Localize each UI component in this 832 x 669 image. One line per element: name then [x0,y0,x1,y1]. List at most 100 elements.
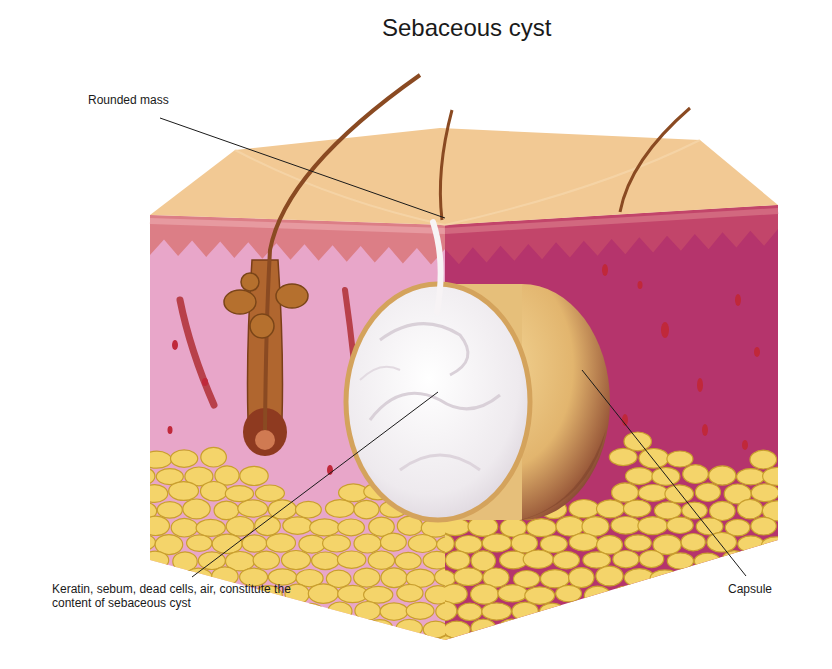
fat-cell [446,551,470,570]
fat-cell [611,517,640,535]
fat-cell [354,500,379,518]
fat-cell [541,570,570,588]
fat-cell [624,432,651,451]
sebaceous-gland [224,273,308,338]
fat-cell [240,638,267,655]
callout-note: Keratin, sebum, dead cells, air, constit… [52,582,292,610]
fat-cell [255,516,281,536]
fat-cell [625,535,652,551]
fat-cell [722,551,746,570]
fat-cell [626,468,653,485]
fat-cell [157,635,183,654]
fat-cell [709,637,735,654]
fat-cell [297,603,324,620]
fat-cell [471,584,499,604]
fat-cell [482,603,512,620]
fat-cell [127,467,155,486]
fat-cell [738,536,764,552]
fat-cell [323,535,351,552]
fat-cell [423,621,448,638]
fat-cell [482,534,511,552]
fat-cell [665,621,694,638]
fat-cell [283,517,312,535]
fat-cell [498,585,527,602]
fat-cell [308,584,338,603]
fat-cell [761,537,790,553]
fat-cell [407,638,436,656]
fat-cell [196,519,225,536]
fat-cell [282,619,309,637]
fat-cell [128,637,154,654]
fat-cell [569,533,598,551]
fat-cell [169,482,199,501]
fat-cell [667,517,693,533]
fat-cell [539,603,565,621]
fat-cell [639,550,663,567]
fat-cell [187,535,212,551]
fat-cell [624,636,651,656]
fat-cell [338,519,365,536]
fat-cell [609,448,637,465]
fat-cell [282,551,311,570]
fat-cell [367,620,393,636]
part-label: Capsule [728,582,818,596]
fat-cell [654,502,681,519]
fat-cell [553,551,579,568]
fat-cell [763,467,792,485]
skin-surface [150,128,778,225]
fat-cell [171,450,198,467]
fat-cell [201,482,228,501]
fat-cell [379,635,406,654]
fat-cell [354,534,381,553]
fat-cell [395,552,421,569]
fat-cell [584,586,610,606]
fat-cell [499,619,525,639]
fat-cell [142,485,168,503]
fat-cell [598,636,626,654]
fat-cell [638,517,667,535]
fat-cell [458,603,482,620]
fat-cell [639,449,669,469]
fat-cell [667,553,693,569]
part-label: Rounded mass [88,93,228,107]
fat-cell [299,535,325,553]
fat-cell [571,638,597,656]
fat-cell [157,502,182,518]
fat-cell [552,620,582,639]
fat-cell [582,619,608,639]
fat-cell [525,587,555,605]
fat-cell [255,485,284,501]
fat-cell [397,584,423,601]
fat-cell [737,469,765,485]
fat-cell [569,500,599,518]
fat-cell [201,447,227,467]
fat-cell [681,568,708,586]
fat-cell [364,586,393,603]
fat-cell [596,566,623,586]
fat-cell [570,602,598,620]
fat-cell [171,518,197,537]
fat-cell [512,602,538,620]
fat-cell [253,551,279,569]
fat-cell [406,602,434,619]
fat-cell [543,636,569,655]
fat-cell [556,585,582,601]
fat-cell [667,451,693,467]
fat-cell [354,568,380,587]
fat-cell [396,619,422,636]
fat-cell [523,550,553,568]
fat-cell [144,620,170,637]
fat-cell [737,499,762,518]
fat-cell [681,534,705,551]
fat-cell [682,502,707,519]
fat-cell [226,619,253,637]
fat-cell [408,535,436,553]
fat-cell [454,635,483,655]
diagram-title: Sebaceous cyst [382,14,551,42]
fat-cell [637,584,666,604]
fat-cell [328,602,352,620]
fat-cell [339,619,366,637]
fat-cell [612,483,639,502]
fat-cell [430,534,455,553]
fat-cell [682,603,707,620]
